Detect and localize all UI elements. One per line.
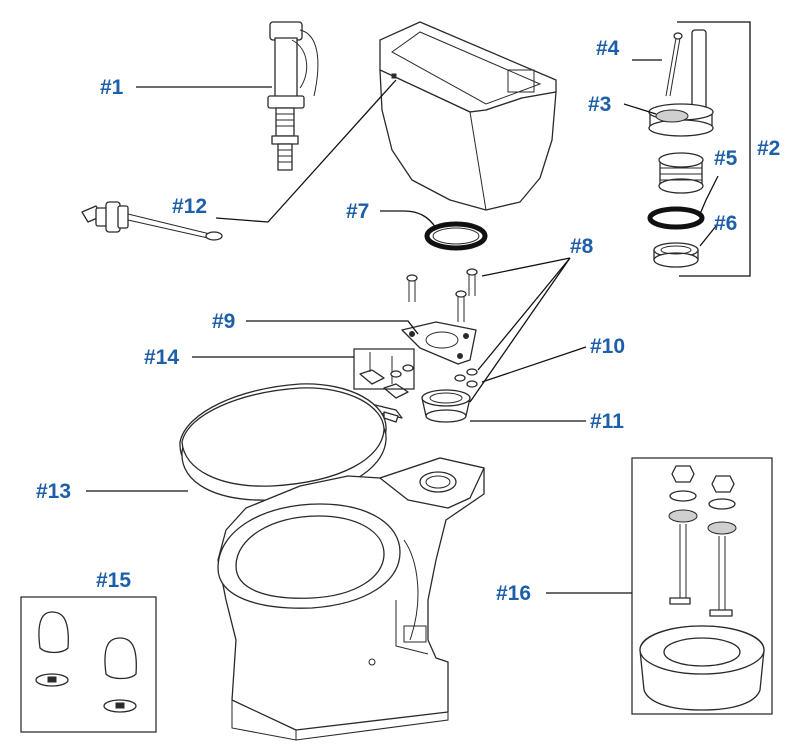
flush-valve-nut-drawing: [653, 242, 699, 268]
label-part-9: #9: [212, 310, 235, 333]
label-part-12: #12: [172, 195, 207, 218]
mounting-plate-drawing: [401, 321, 477, 365]
tank-gasket-drawing: [424, 221, 488, 251]
label-part-5: #5: [714, 147, 738, 170]
tank-bolts-drawing: [406, 268, 478, 388]
floor-bolts-wax-ring-drawing: [639, 465, 765, 711]
seat-hardware-box: [353, 348, 415, 390]
toilet-bowl-drawing: [217, 457, 485, 741]
flush-valve-drawing: [648, 29, 714, 194]
spud-gasket-drawing: [421, 389, 471, 423]
bolt-caps-drawing: [35, 611, 137, 713]
flush-valve-washer-drawing: [647, 206, 705, 230]
toilet-seat-drawing: [179, 383, 403, 501]
label-part-4: #4: [596, 37, 620, 60]
label-part-11: #11: [590, 410, 624, 433]
trip-lever-drawing: [81, 201, 223, 241]
flush-valve-bracket: [677, 21, 751, 277]
label-part-6: #6: [714, 212, 737, 235]
label-part-13: #13: [36, 480, 71, 503]
label-part-3: #3: [588, 93, 611, 116]
bolt-caps-box: [20, 596, 157, 733]
label-part-10: #10: [590, 335, 625, 358]
toilet-tank-drawing: [379, 21, 557, 211]
label-part-8: #8: [570, 235, 594, 258]
leader-lines: [86, 59, 719, 594]
label-part-14: #14: [144, 346, 179, 369]
seat-hardware-drawing: [359, 352, 414, 399]
label-part-16: #16: [496, 582, 531, 605]
label-part-2: #2: [757, 137, 780, 160]
label-part-15: #15: [96, 569, 131, 592]
label-part-7: #7: [346, 200, 369, 223]
floor-bolts-box: [631, 457, 773, 715]
label-part-1: #1: [100, 76, 124, 99]
fill-valve-drawing: [267, 21, 319, 171]
